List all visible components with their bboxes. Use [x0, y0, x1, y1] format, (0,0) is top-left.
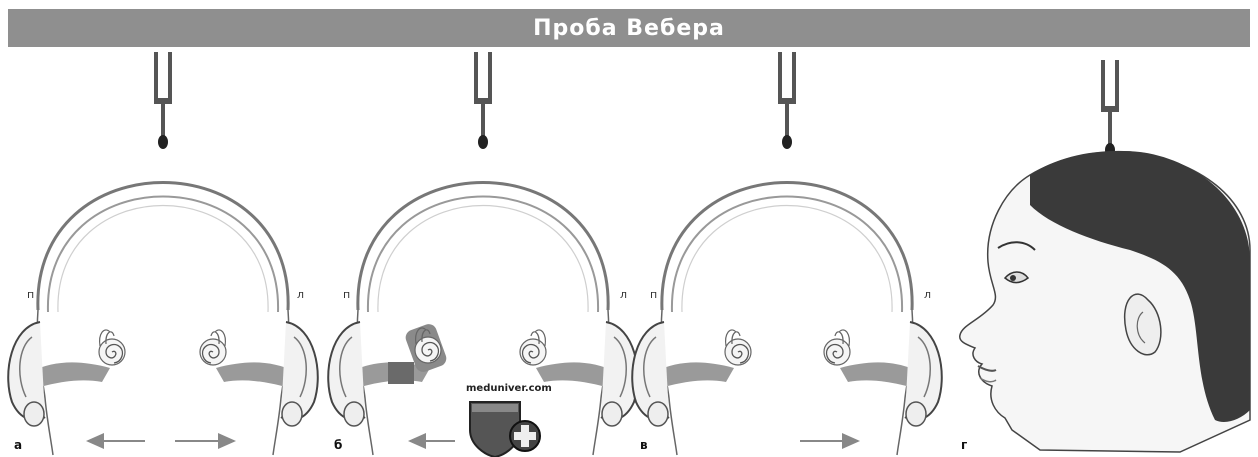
cochlea-right: [99, 330, 125, 365]
panel-letter-b: б: [334, 438, 342, 452]
label-left-side: л: [924, 288, 931, 301]
label-right-side: п: [343, 288, 350, 301]
cochlea-left: [200, 330, 226, 365]
outer-ear-right: [328, 322, 365, 426]
outer-ear-left: [281, 322, 318, 426]
panel-letter-c: в: [640, 438, 648, 452]
outer-ear-right: [632, 322, 669, 426]
panel-d: г: [960, 60, 1250, 452]
cochlea-right: [725, 330, 751, 365]
panel-b: п л б meduniver.com: [328, 52, 638, 457]
panel-c: п л в: [632, 52, 942, 455]
label-left-side: л: [620, 288, 627, 301]
panel-a: п л а: [8, 52, 318, 455]
outer-ear-left: [905, 322, 942, 426]
label-right-side: п: [27, 288, 34, 301]
tuning-fork-icon: [1101, 60, 1119, 157]
panel-letter-a: а: [14, 438, 22, 452]
cochlea-left: [520, 330, 546, 365]
tuning-fork-icon: [778, 52, 796, 149]
tuning-fork-icon: [154, 52, 172, 149]
watermark-text: meduniver.com: [466, 383, 552, 394]
ear-canal-blockage: [388, 362, 414, 384]
cochlea-left: [824, 330, 850, 365]
outer-ear-right: [8, 322, 45, 426]
skull-outline: [661, 183, 912, 456]
label-right-side: п: [650, 288, 657, 301]
skull-outline: [37, 183, 288, 456]
watermark-logo: meduniver.com: [466, 383, 552, 457]
label-left-side: л: [297, 288, 304, 301]
panel-letter-d: г: [961, 438, 967, 452]
tuning-fork-icon: [474, 52, 492, 149]
